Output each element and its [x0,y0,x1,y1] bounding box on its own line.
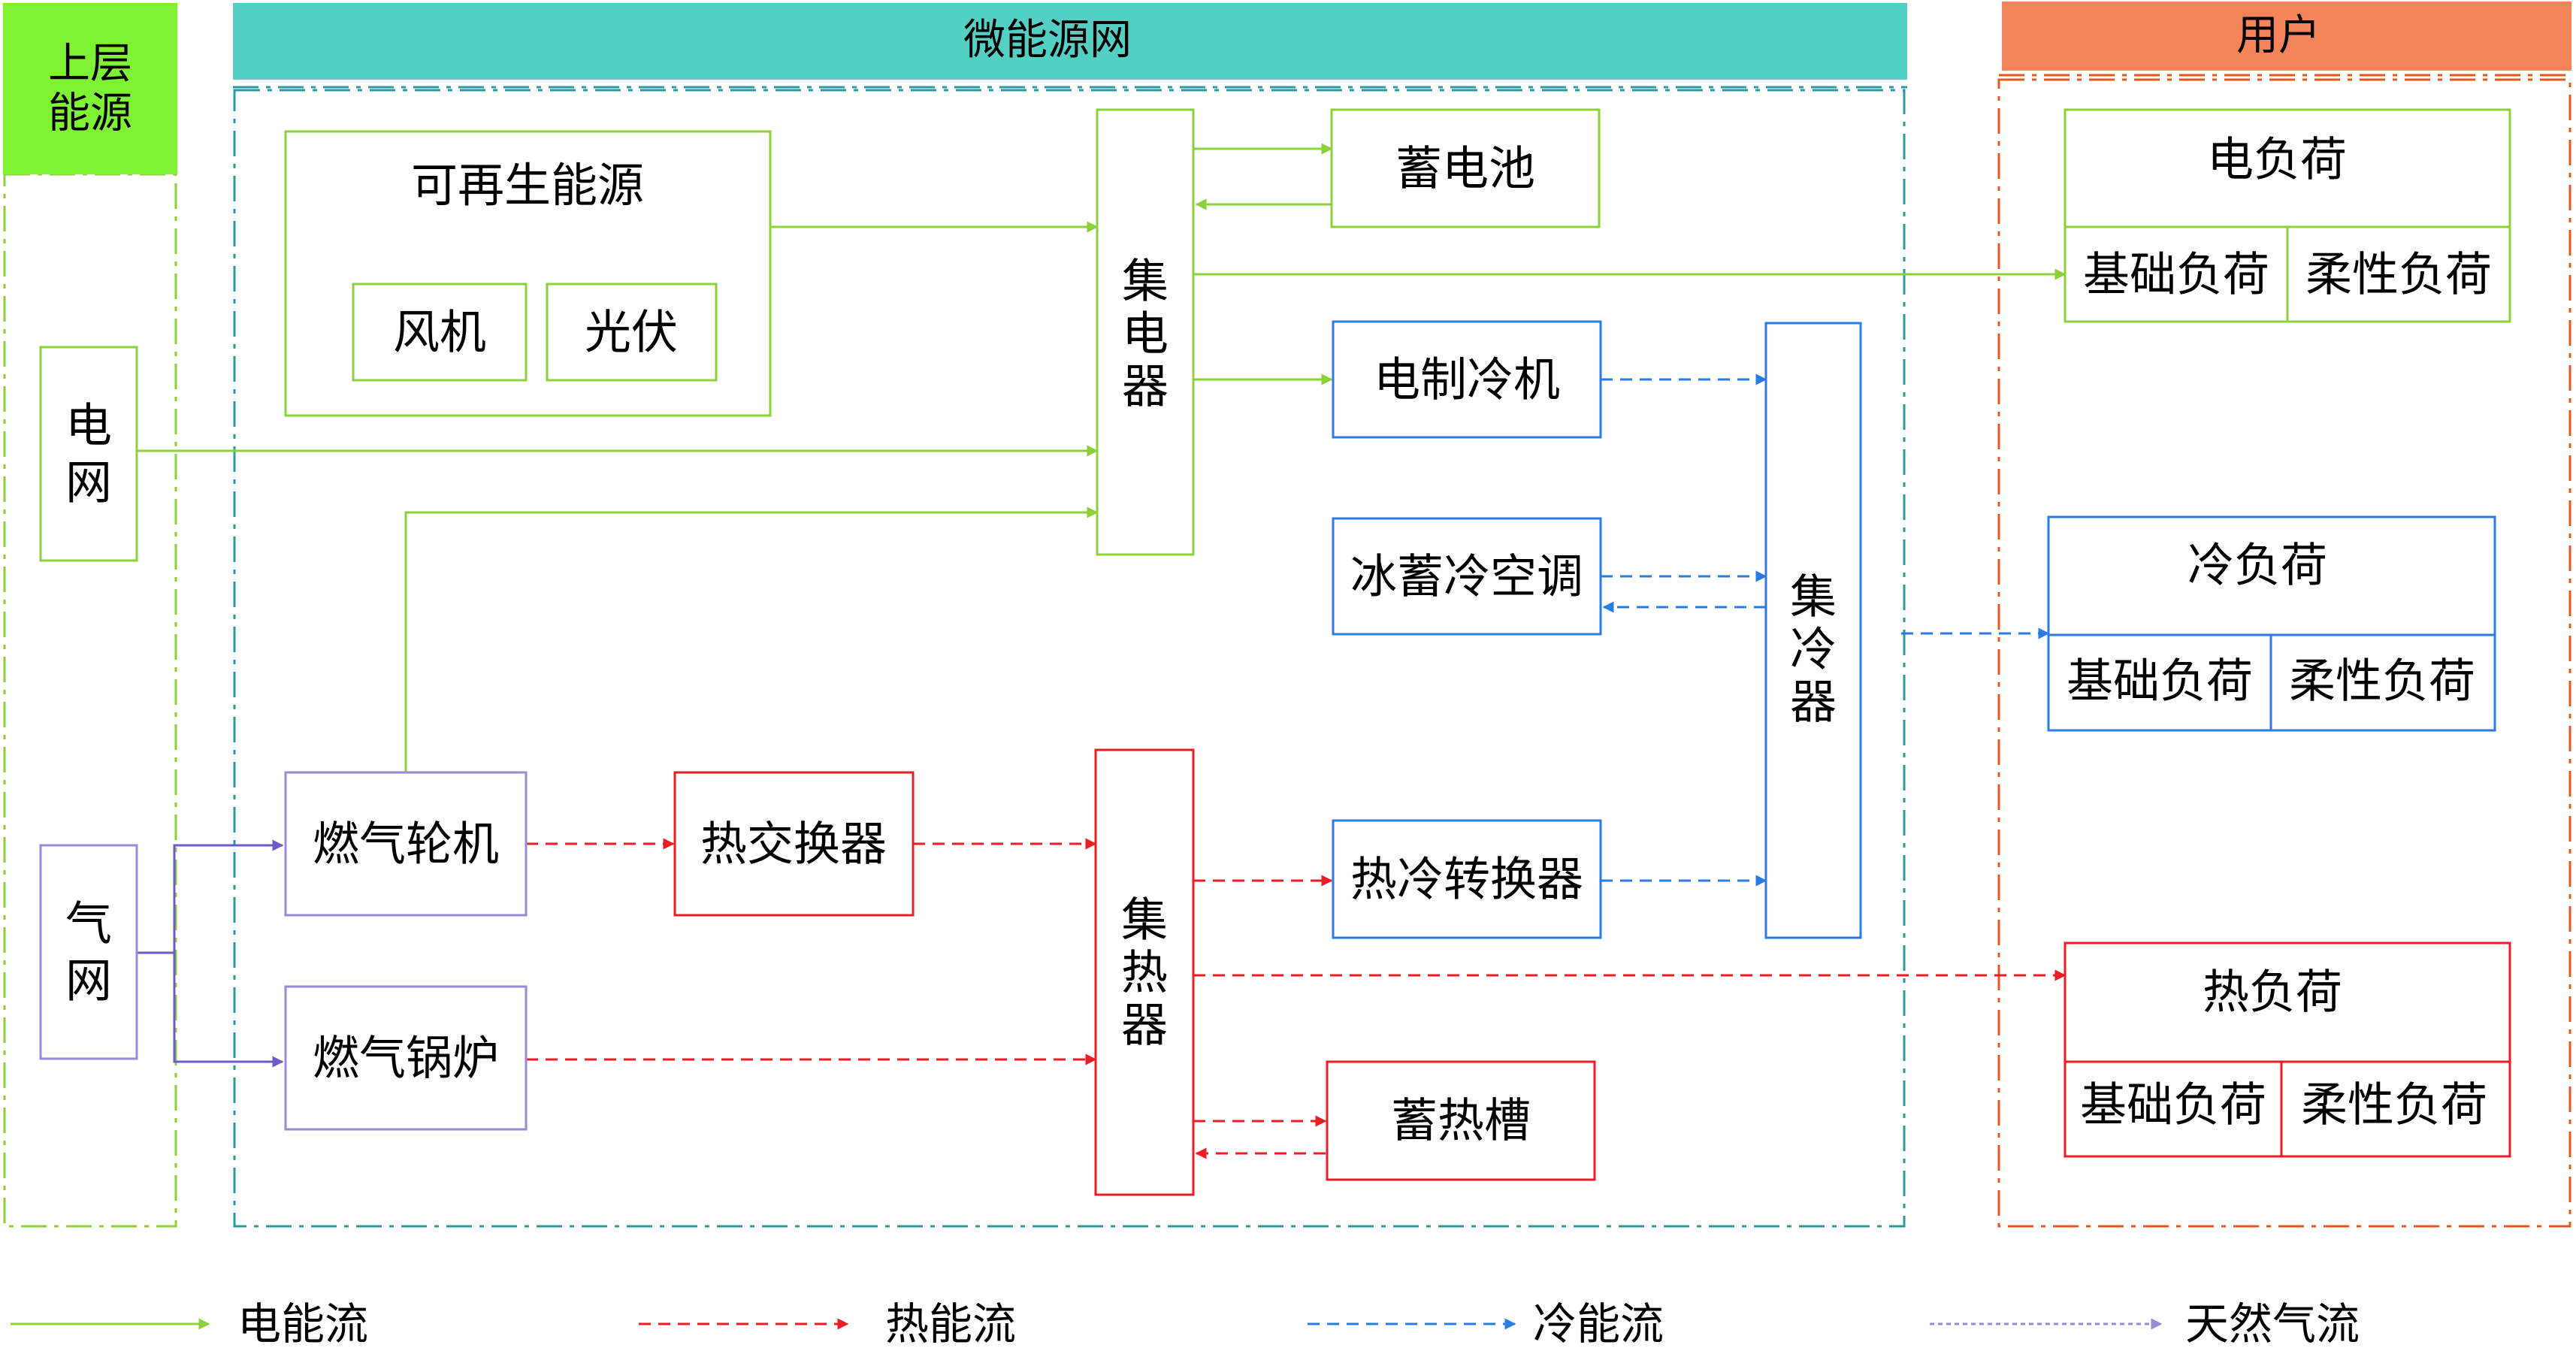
gas-turbine-label: 燃气轮机 [313,817,499,872]
flow-gas-net-to-gas-turbine [173,839,284,953]
gas-boiler-box [284,985,528,1131]
heat-load-base: 基础负荷 [2080,1077,2266,1132]
legend-gas-label: 天然气流 [2185,1298,2360,1349]
heat-tank-box [1326,1060,1596,1181]
electric-load-base: 基础负荷 [2083,247,2269,302]
user-region-title: 用户 [2236,11,2321,60]
power-bus-label: 集电器 [1122,254,1169,414]
ice-ac-label: 冰蓄冷空调 [1350,549,1583,604]
cold-bus-label: 集冷器 [1790,570,1837,730]
user-region-header [2002,2,2571,71]
electric-chiller-box [1332,320,1602,439]
heat-load-flex: 柔性负荷 [2301,1077,2487,1132]
converter-label: 热冷转换器 [1350,852,1583,907]
electric-load-title: 电负荷 [2207,132,2347,187]
cold-load-title: 冷负荷 [2187,538,2327,593]
heat-exchanger-label: 热交换器 [700,817,887,872]
wind-box [352,283,528,382]
cold-load-flex: 柔性负荷 [2289,654,2475,709]
heat-tank-label: 蓄热槽 [1391,1093,1531,1148]
region-user: 用户 [1997,2,2571,1228]
loads: 电负荷 基础负荷 柔性负荷 冷负荷 基础负荷 柔性负荷 热负荷 基础负荷 柔性负… [2047,108,2511,1158]
ice-ac-box [1332,517,1602,636]
cold-load: 冷负荷 基础负荷 柔性负荷 [2047,515,2496,732]
flow-gas-net-to-gas-boiler [173,953,284,1068]
upper-region-border [3,173,177,1228]
heat-exchanger-box [673,771,915,917]
cold-load-base: 基础负荷 [2067,654,2253,709]
user-region-border [1997,78,2571,1228]
gas-net-box [39,844,138,1060]
electric-load-flex: 柔性负荷 [2305,247,2492,302]
upper-region-header [3,3,177,174]
micro-region-border [233,89,1906,1228]
renewable-label: 可再生能源 [411,158,644,213]
flow-gas-turbine-to-power-bus [404,506,1099,772]
region-upper-energy: 上层能源 [3,3,177,1228]
pv-box [546,283,718,382]
heat-load: 热负荷 基础负荷 柔性负荷 [2064,941,2511,1158]
nodes: 电网 气网 可再生能源 风机 光伏 集电器 蓄电池 电制冷机 冰蓄冷空调 集冷器… [39,108,1862,1196]
heat-bus-label: 集热器 [1121,893,1168,1053]
upper-region-title: 上层能源 [48,40,132,138]
legend: 电能流 热能流 冷能流 天然气流 [11,1298,2360,1349]
grid-label: 电网 [65,398,112,510]
gas-net-label: 气网 [65,896,112,1008]
electric-chiller-label: 电制冷机 [1374,352,1560,407]
wind-label: 风机 [393,305,486,360]
legend-electric-label: 电能流 [237,1298,368,1349]
legend-cold-label: 冷能流 [1533,1298,1664,1349]
micro-region-header [233,3,1907,80]
cold-bus-box [1764,322,1862,939]
micro-region-title: 微能源网 [963,16,1132,65]
gas-turbine-box [284,771,528,917]
battery-label: 蓄电池 [1395,141,1535,196]
grid-box [39,346,138,562]
battery-box [1330,108,1601,228]
power-bus-box [1096,108,1195,556]
pv-label: 光伏 [585,305,678,360]
legend-heat-label: 热能流 [885,1298,1016,1349]
converter-box [1332,819,1602,939]
electric-load: 电负荷 基础负荷 柔性负荷 [2064,108,2511,323]
heat-bus-box [1094,748,1195,1196]
heat-load-box [2064,941,2511,1158]
region-micro-grid: 微能源网 [233,3,1907,1228]
flow-lines [137,143,2067,1159]
gas-boiler-label: 燃气锅炉 [313,1031,499,1086]
heat-load-title: 热负荷 [2203,965,2342,1020]
